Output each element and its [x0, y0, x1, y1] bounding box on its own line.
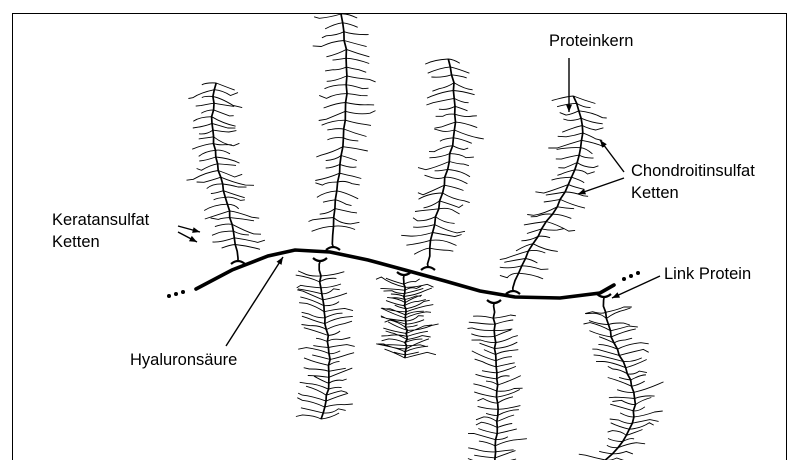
- glycosaminoglycan-chains: [401, 59, 484, 254]
- glycosaminoglycan-chains: [309, 14, 376, 231]
- proteoglycan-2: [309, 14, 376, 250]
- core-protein: [493, 304, 498, 460]
- link-junction: [397, 272, 411, 275]
- pointer-link-protein: [612, 276, 660, 298]
- proteoglycan-4: [500, 96, 607, 294]
- pointer-chondroitinsulfat-b: [578, 178, 624, 194]
- proteoglycan-1: [187, 83, 265, 264]
- arrowhead: [189, 236, 197, 242]
- label-chondroitinsulfat: Chondroitinsulfat: [631, 161, 755, 182]
- ellipsis-dot: [181, 290, 185, 294]
- core-protein: [428, 59, 456, 266]
- arrowhead: [192, 227, 200, 233]
- link-junction: [506, 291, 520, 294]
- label-keratansulfat: Keratansulfat: [52, 210, 149, 231]
- label-chondroitinsulfat-ketten: Ketten: [631, 183, 679, 204]
- link-junction: [231, 261, 245, 264]
- ellipsis-left: [167, 290, 185, 298]
- ellipsis-dot: [622, 277, 626, 281]
- proteoglycan-5: [296, 258, 355, 419]
- label-link-protein: Link Protein: [664, 264, 751, 285]
- ellipsis-dot: [167, 294, 171, 298]
- arrowhead: [612, 292, 620, 298]
- proteoglycan-8: [579, 294, 664, 460]
- ellipsis-dot: [629, 274, 633, 278]
- pointer-keratansulfat-b: [178, 232, 197, 242]
- link-junction: [313, 258, 327, 261]
- ellipsis-dot: [636, 271, 640, 275]
- arrowhead: [578, 189, 586, 195]
- label-proteinkern: Proteinkern: [549, 31, 633, 52]
- pointer-line: [612, 276, 660, 298]
- core-protein: [603, 298, 635, 460]
- proteoglycan-3: [401, 59, 484, 270]
- glycosaminoglycan-chains: [187, 83, 265, 249]
- link-junction: [597, 294, 611, 297]
- pointer-keratansulfat-a: [178, 226, 200, 233]
- arrowhead: [566, 105, 572, 112]
- link-junction: [421, 267, 435, 270]
- proteoglycan-7: [468, 300, 527, 460]
- label-keratansulfat-ketten: Ketten: [52, 232, 100, 253]
- arrowhead: [277, 257, 284, 265]
- ellipsis-dot: [174, 292, 178, 296]
- glycosaminoglycan-chains: [296, 271, 355, 419]
- glycosaminoglycan-chains: [376, 277, 439, 358]
- label-hyaluronsaeure: Hyaluronsäure: [130, 350, 237, 371]
- proteoglycan-branches: [187, 14, 664, 460]
- pointer-chondroitinsulfat-a: [600, 140, 624, 172]
- glycosaminoglycan-chains: [500, 96, 607, 279]
- glycosaminoglycan-chains: [579, 307, 664, 460]
- proteoglycan-6: [376, 272, 439, 358]
- ellipsis-right: [622, 271, 640, 281]
- link-junction: [487, 300, 501, 303]
- link-junction: [326, 247, 340, 250]
